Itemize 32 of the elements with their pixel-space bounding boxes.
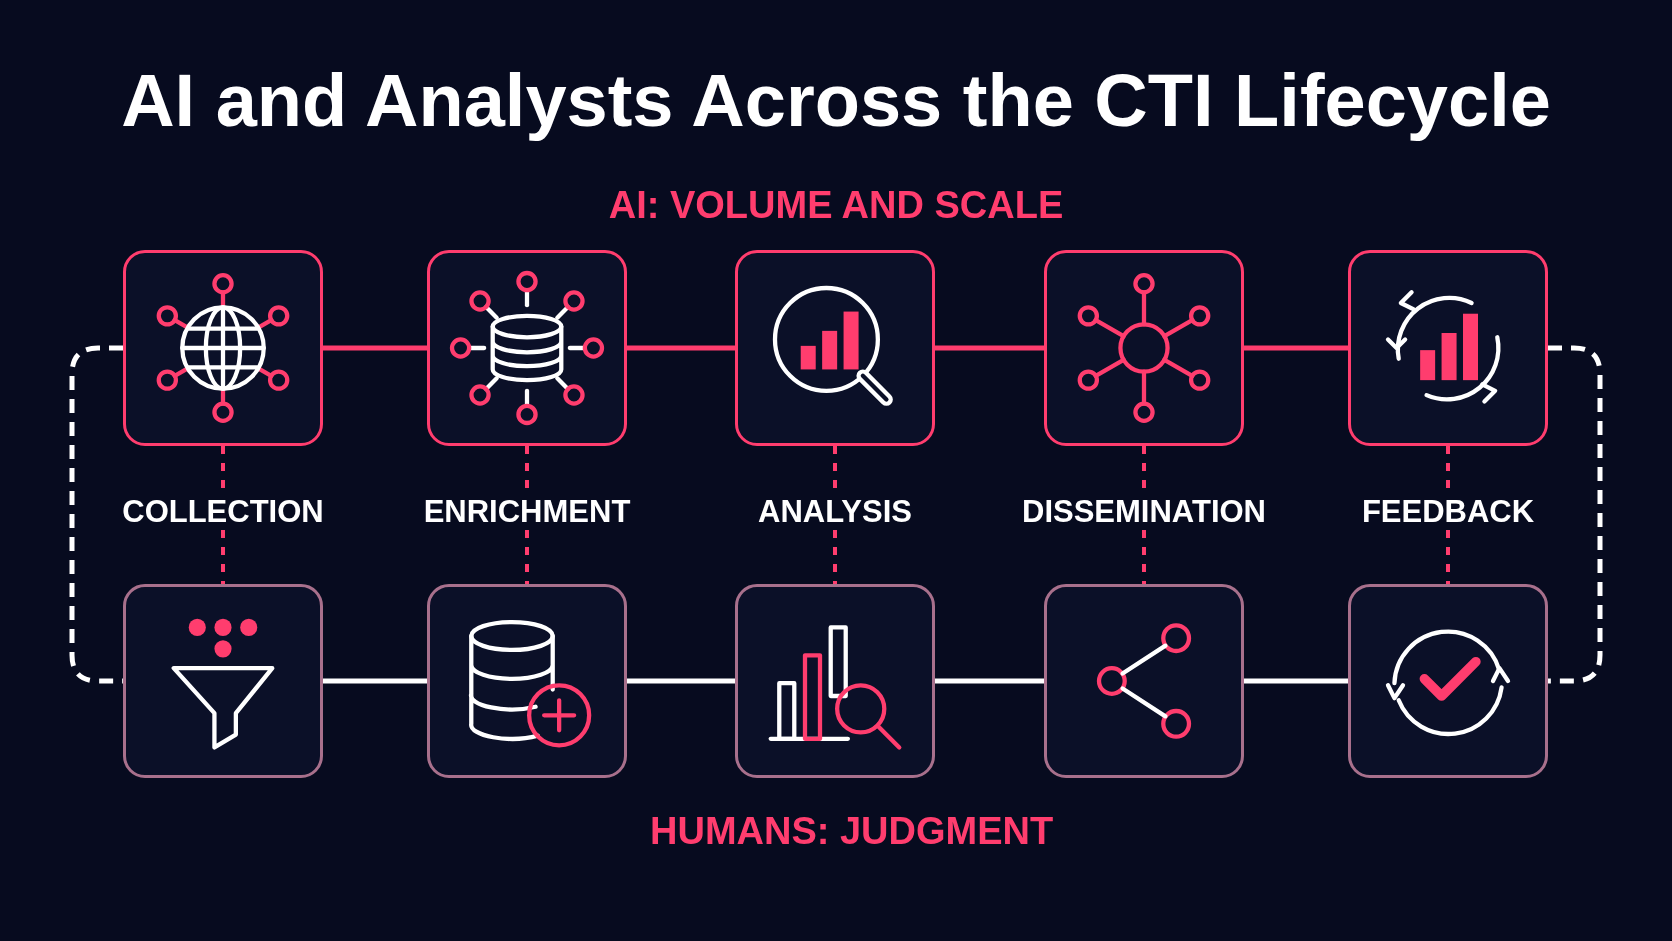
- stage-label: COLLECTION: [103, 494, 343, 530]
- connector: [935, 678, 1044, 684]
- section-heading: HUMANS: JUDGMENT: [650, 812, 1054, 850]
- connector: [323, 678, 427, 684]
- icon-tile: [427, 250, 627, 446]
- connector: [1244, 345, 1348, 351]
- stage-label: FEEDBACK: [1328, 494, 1568, 530]
- dashed-connector: [1548, 345, 1603, 684]
- icon-tile: [1044, 584, 1244, 778]
- dashed-connector: [833, 530, 837, 584]
- connector: [323, 345, 427, 351]
- icon-tile: [735, 250, 935, 446]
- dashed-connector: [1142, 530, 1146, 584]
- icon-tile: [1044, 250, 1244, 446]
- icon-tile: [427, 584, 627, 778]
- stage-label: ENRICHMENT: [407, 494, 647, 530]
- stage-label: DISSEMINATION: [1024, 494, 1264, 530]
- section-heading: AI: VOLUME AND SCALE: [608, 186, 1064, 224]
- stage-label: ANALYSIS: [715, 494, 955, 530]
- icon-tile: [123, 584, 323, 778]
- dashed-connector: [525, 530, 529, 584]
- connector: [1244, 678, 1348, 684]
- connector: [627, 345, 735, 351]
- icon-tile: [1348, 584, 1548, 778]
- icon-tile: [123, 250, 323, 446]
- dashed-connector: [69, 345, 123, 684]
- dashed-connector: [1446, 530, 1450, 584]
- dashed-connector: [221, 530, 225, 584]
- icon-tile: [1348, 250, 1548, 446]
- connector: [627, 678, 735, 684]
- connector: [935, 345, 1044, 351]
- icon-tile: [735, 584, 935, 778]
